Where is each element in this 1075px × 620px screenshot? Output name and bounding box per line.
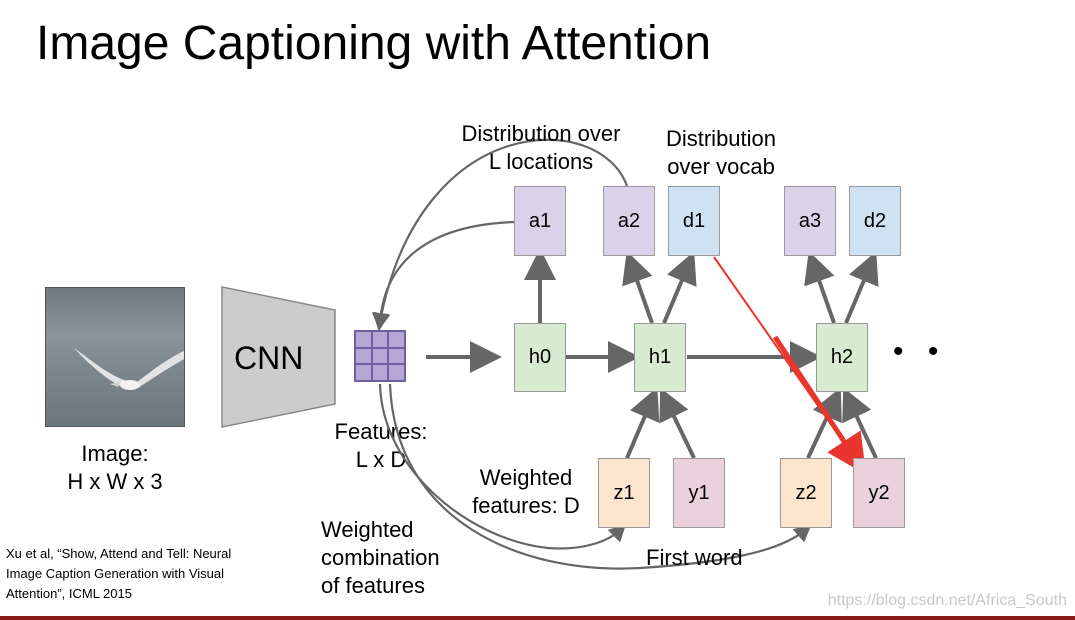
edge-z2-h2 bbox=[806, 387, 842, 459]
edge-y2-h2 bbox=[842, 387, 878, 459]
node-h2: h2 bbox=[816, 323, 868, 392]
node-h1: h1 bbox=[634, 323, 686, 392]
curve-features-z2 bbox=[388, 383, 812, 570]
edge-h1-a2 bbox=[622, 250, 654, 324]
node-a2: a2 bbox=[603, 186, 655, 256]
slide-title: Image Captioning with Attention bbox=[36, 17, 712, 70]
weighted-combination-label: Weighted combination of features bbox=[321, 517, 440, 598]
node-a3: a3 bbox=[784, 186, 836, 256]
node-y2: y2 bbox=[853, 458, 905, 528]
feature-grid bbox=[354, 330, 406, 382]
node-h0: h0 bbox=[514, 323, 566, 392]
node-d2: d2 bbox=[849, 186, 901, 256]
edge-h2-a3 bbox=[804, 250, 836, 324]
edge-y1-h1 bbox=[659, 387, 696, 459]
node-a1: a1 bbox=[514, 186, 566, 256]
seagull-photo bbox=[45, 287, 185, 427]
features-label: Features: L x D bbox=[334, 419, 428, 472]
node-d1: d1 bbox=[668, 186, 720, 256]
node-y1: y1 bbox=[673, 458, 725, 528]
cnn-label: CNN bbox=[234, 340, 304, 376]
image-label: Image: H x W x 3 bbox=[67, 441, 163, 494]
node-z1: z1 bbox=[598, 458, 650, 528]
watermark: https://blog.csdn.net/Africa_South bbox=[827, 592, 1067, 609]
edge-h1-d1 bbox=[662, 251, 697, 324]
dist-locations-label: Distribution over L locations bbox=[461, 121, 621, 174]
slide-footer-bar bbox=[0, 616, 1075, 620]
curve-a2-features bbox=[372, 138, 629, 331]
first-word-label: First word bbox=[646, 545, 743, 570]
weighted-features-label: Weighted features: D bbox=[472, 465, 580, 518]
curve-a1-features bbox=[371, 220, 515, 331]
dist-vocab-label: Distribution over vocab bbox=[665, 126, 777, 179]
edge-d1-y2-highlight bbox=[772, 335, 867, 475]
citation: Xu et al, “Show, Attend and Tell: Neural… bbox=[6, 546, 232, 601]
node-z2: z2 bbox=[780, 458, 832, 528]
cnn-block bbox=[221, 286, 336, 428]
edge-h2-d2 bbox=[844, 251, 879, 324]
edge-z1-h1 bbox=[625, 387, 660, 459]
curve-features-z1 bbox=[378, 383, 627, 550]
ellipsis: • • bbox=[893, 335, 947, 368]
